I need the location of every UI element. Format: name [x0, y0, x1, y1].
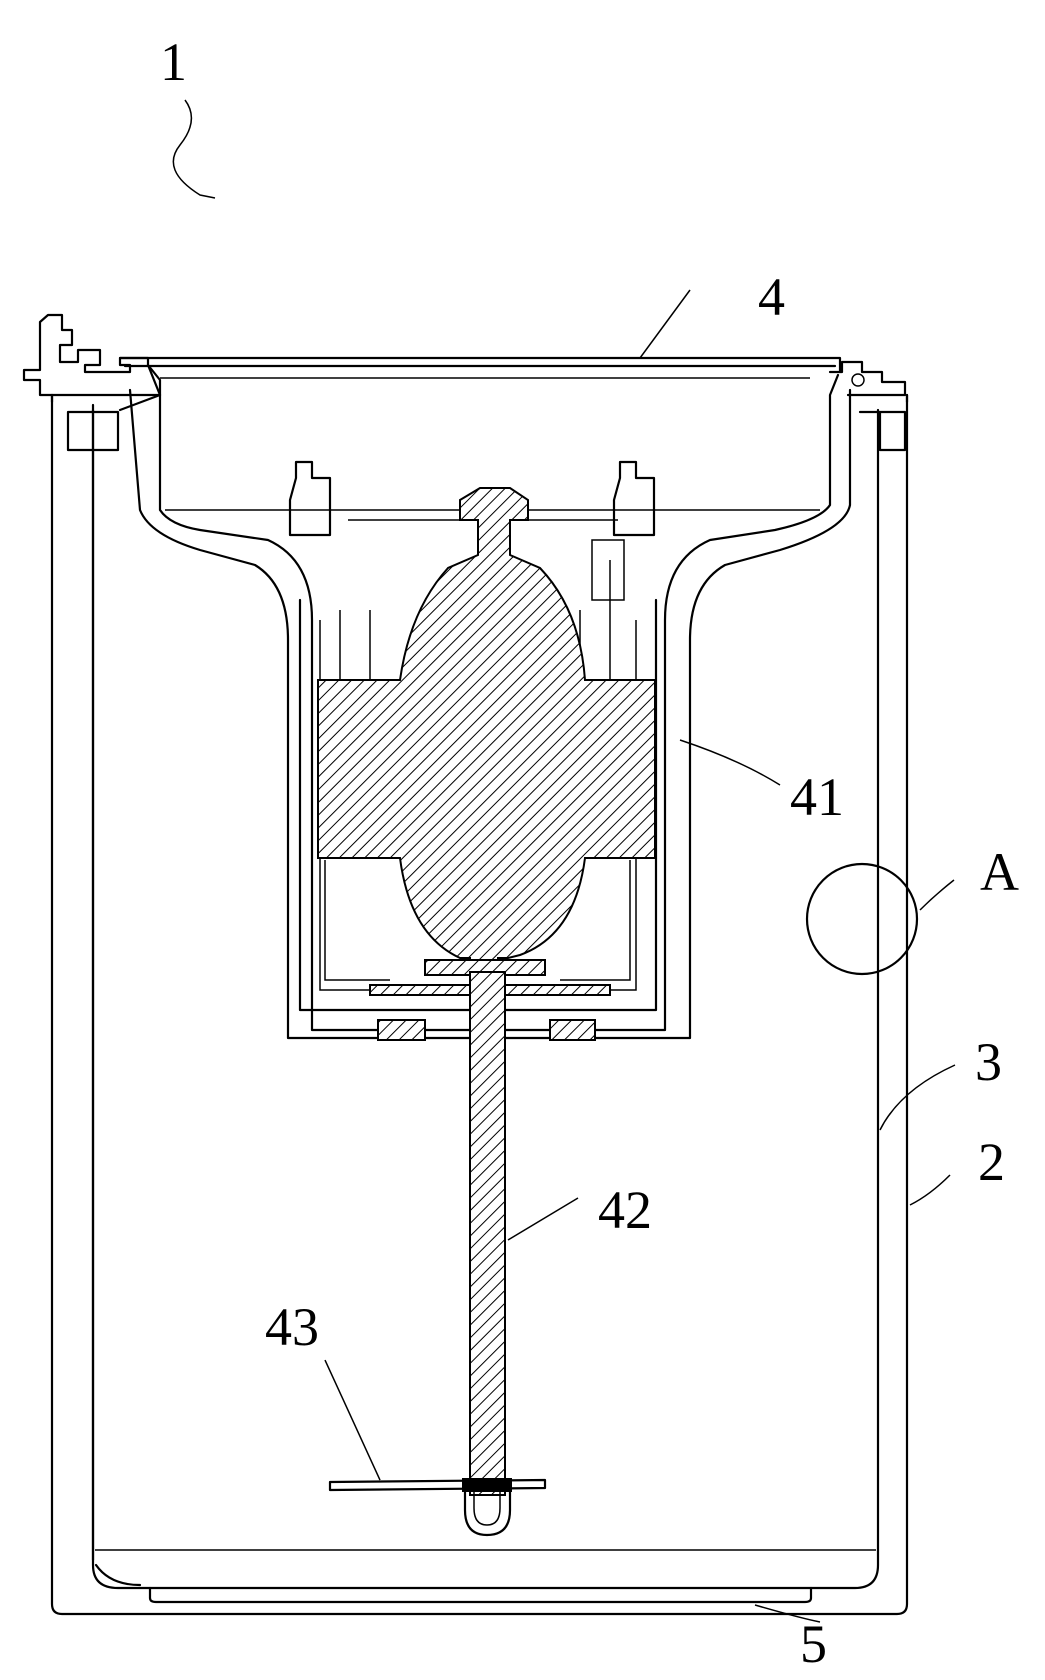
label-shaft: 42: [598, 1180, 652, 1240]
label-lid-assembly: 4: [758, 267, 785, 327]
label-outer-housing: 2: [978, 1132, 1005, 1192]
base-plate: [150, 1588, 811, 1602]
label-base: 5: [800, 1614, 827, 1674]
shaft: [465, 972, 510, 1535]
label-motor-housing: 41: [790, 767, 844, 827]
label-device: 1: [160, 32, 187, 92]
label-detail-a: A: [980, 842, 1019, 902]
detail-circle-a: [807, 864, 917, 974]
motor-rotor: [318, 488, 655, 1040]
label-blade: 43: [265, 1297, 319, 1357]
label-inner-pot: 3: [975, 1032, 1002, 1092]
blade: [330, 1478, 545, 1492]
